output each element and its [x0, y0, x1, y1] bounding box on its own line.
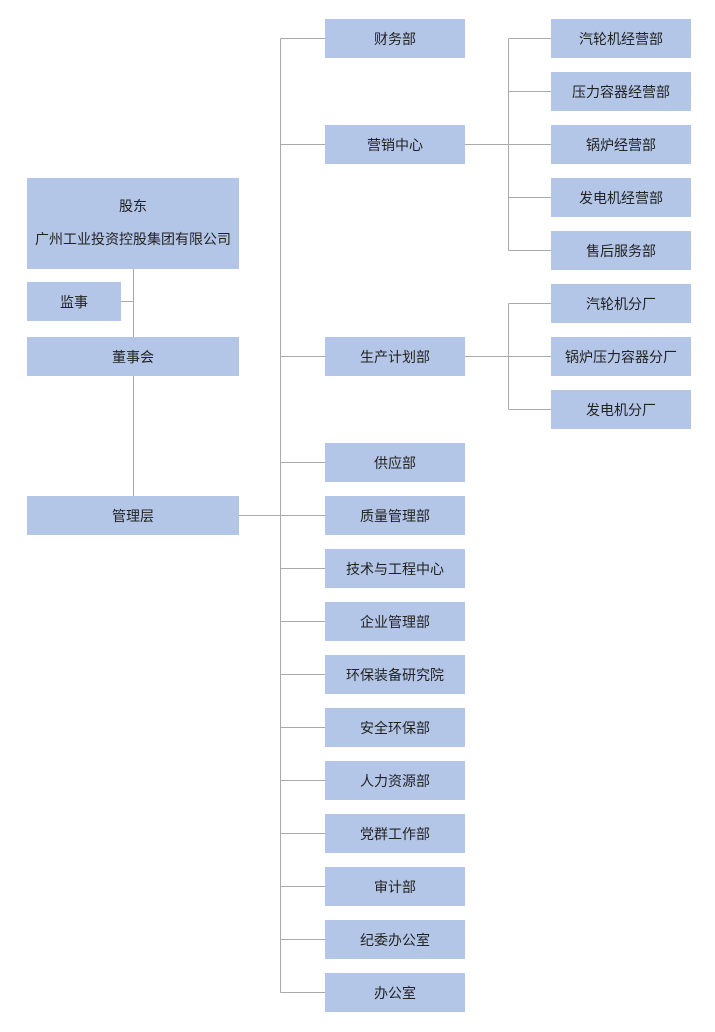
dept-finance: 财务部 [325, 19, 465, 58]
dept-env-equipment-institute: 环保装备研究院 [325, 655, 465, 694]
sub-generator-sales: 发电机经营部 [551, 178, 691, 217]
dept-safety-env: 安全环保部 [325, 708, 465, 747]
sub-boiler-vessel-plant: 锅炉压力容器分厂 [551, 337, 691, 376]
shareholder-name: 广州工业投资控股集团有限公司 [35, 231, 231, 248]
dept-party-affairs: 党群工作部 [325, 814, 465, 853]
management-box: 管理层 [27, 496, 239, 535]
dept-supply: 供应部 [325, 443, 465, 482]
dept-office: 办公室 [325, 973, 465, 1012]
sub-boiler-sales: 锅炉经营部 [551, 125, 691, 164]
sub-turbine-sales: 汽轮机经营部 [551, 19, 691, 58]
dept-marketing-center: 营销中心 [325, 125, 465, 164]
dept-discipline-office: 纪委办公室 [325, 920, 465, 959]
sub-after-sales: 售后服务部 [551, 231, 691, 270]
dept-quality: 质量管理部 [325, 496, 465, 535]
supervisor-box: 监事 [27, 282, 121, 321]
board-box: 董事会 [27, 337, 239, 376]
dept-enterprise-management: 企业管理部 [325, 602, 465, 641]
sub-turbine-plant: 汽轮机分厂 [551, 284, 691, 323]
dept-human-resources: 人力资源部 [325, 761, 465, 800]
dept-audit: 审计部 [325, 867, 465, 906]
dept-production-planning: 生产计划部 [325, 337, 465, 376]
shareholder-title: 股东 [119, 198, 147, 215]
shareholder-box: 股东 广州工业投资控股集团有限公司 [27, 178, 239, 269]
sub-generator-plant: 发电机分厂 [551, 390, 691, 429]
dept-tech-engineering: 技术与工程中心 [325, 549, 465, 588]
sub-pressure-vessel-sales: 压力容器经营部 [551, 72, 691, 111]
